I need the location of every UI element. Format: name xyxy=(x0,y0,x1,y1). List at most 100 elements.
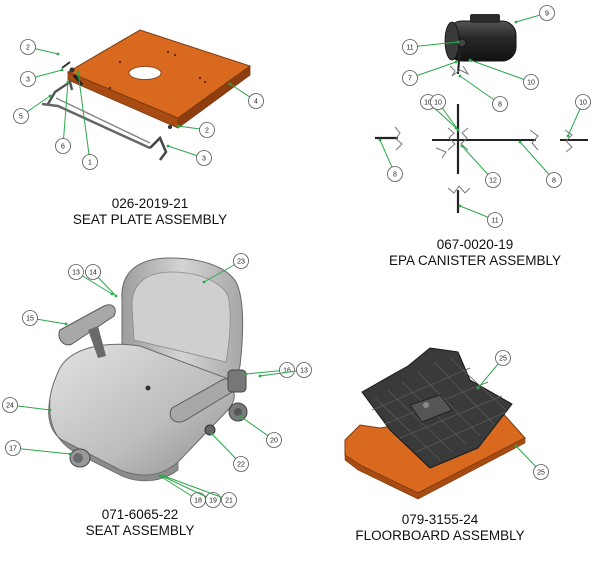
callout-number: 8 xyxy=(498,102,502,109)
callout-number: 6 xyxy=(61,144,65,151)
callout-number: 8 xyxy=(552,178,556,185)
callout-leader-tip xyxy=(56,52,60,56)
callout-leader-tip xyxy=(456,40,460,44)
callout-leader-tip xyxy=(64,322,68,326)
callout-number: 12 xyxy=(489,178,497,185)
callout-bubble xyxy=(296,362,312,378)
callout-number: 18 xyxy=(194,498,202,505)
callout-bubble xyxy=(487,212,503,228)
callout-number: 11 xyxy=(406,45,413,52)
callout-leader-tip xyxy=(176,124,180,128)
callout-number: 11 xyxy=(491,218,498,225)
callout-number: 3 xyxy=(26,77,30,84)
callout-leader-tip xyxy=(458,204,462,208)
callout-bubble xyxy=(5,440,21,456)
callout-leader-tip xyxy=(110,292,114,296)
callout-leader-tip xyxy=(76,70,80,74)
callout-number: 2 xyxy=(26,45,30,52)
callout-leader-tip xyxy=(68,452,72,456)
callout-bubble xyxy=(233,456,249,472)
callout-leader-tip xyxy=(158,474,162,478)
callout-bubble xyxy=(266,432,282,448)
floorboard-name: FLOORBOARD ASSEMBLY xyxy=(355,528,525,543)
callout-leader-tip xyxy=(454,60,458,64)
callout-bubble xyxy=(221,492,237,508)
callout-number: 10 xyxy=(424,100,432,107)
callout-number: 21 xyxy=(225,498,233,505)
callout-bubble xyxy=(279,362,295,378)
callout-number: 16 xyxy=(283,368,291,375)
seat-drawing xyxy=(48,257,248,482)
epa-canister-drawing xyxy=(375,14,588,213)
callout-leader-tip xyxy=(476,386,480,390)
callout-leader-tip xyxy=(456,128,460,132)
epa-canister-name: EPA CANISTER ASSEMBLY xyxy=(388,253,562,268)
callout-leader-line xyxy=(459,75,501,105)
callout-number: 17 xyxy=(9,446,17,453)
callout-number: 2 xyxy=(205,128,209,135)
callout-number: 5 xyxy=(19,114,23,121)
callout-leader-line xyxy=(77,71,91,163)
seat-plate-drawing xyxy=(41,29,252,161)
callout-leader-tip xyxy=(460,144,464,148)
callout-leader-tip xyxy=(566,134,570,138)
epa-canister-caption: 067-0020-19 EPA CANISTER ASSEMBLY xyxy=(360,237,590,269)
callout-bubble xyxy=(199,122,215,138)
callout-bubble xyxy=(492,96,508,112)
callout-number: 15 xyxy=(26,316,34,323)
callout-number: 10 xyxy=(527,80,535,87)
callout-bubble xyxy=(485,172,501,188)
callout-leader-tip xyxy=(48,94,52,98)
callout-leader-tip xyxy=(210,432,214,436)
epa-canister-part-number: 067-0020-19 xyxy=(436,237,514,252)
callout-leader-line xyxy=(163,475,230,501)
callout-leader-line xyxy=(409,61,457,79)
callout-number: 1 xyxy=(88,160,92,167)
callout-bubble xyxy=(205,492,221,508)
callout-bubble xyxy=(575,94,591,110)
seat-plate-caption: 026-2019-21 SEAT PLATE ASSEMBLY xyxy=(40,196,260,228)
callout-leader-tip xyxy=(160,474,164,478)
callout-number: 14 xyxy=(89,270,97,277)
callout-bubble xyxy=(387,166,403,182)
callout-number: 7 xyxy=(408,76,412,83)
seat-plate-part-number: 026-2019-21 xyxy=(111,196,189,211)
callout-number: 22 xyxy=(237,462,245,469)
callout-leader-line xyxy=(161,475,214,501)
callout-leader-tip xyxy=(378,138,382,142)
callout-bubble xyxy=(13,108,29,124)
callout-bubble xyxy=(402,70,418,86)
floorboard-caption: 079-3155-24 FLOORBOARD ASSEMBLY xyxy=(340,512,540,544)
callout-bubble xyxy=(233,253,249,269)
floorboard-part-number: 079-3155-24 xyxy=(401,512,479,527)
callout-leader-tip xyxy=(514,444,518,448)
floorboard-drawing xyxy=(344,347,526,500)
seat-caption: 071-6065-22 SEAT ASSEMBLY xyxy=(55,507,225,539)
callout-number: 25 xyxy=(499,356,507,363)
callout-leader-tip xyxy=(60,68,64,72)
callout-bubble xyxy=(85,264,101,280)
callout-number: 9 xyxy=(545,11,549,18)
callout-leader-tip xyxy=(244,372,248,376)
callout-bubble xyxy=(2,397,18,413)
callout-bubble xyxy=(248,93,264,109)
callout-bubble xyxy=(402,39,418,55)
callout-leader-line xyxy=(12,447,71,455)
callout-leader-tip xyxy=(48,408,52,412)
callout-leader-tip xyxy=(458,74,462,78)
callout-leader-tip xyxy=(202,280,206,284)
callout-number: 19 xyxy=(209,498,217,505)
callout-bubble xyxy=(68,264,84,280)
callout-number: 24 xyxy=(6,403,14,410)
callout-bubble xyxy=(20,39,36,55)
callout-leader-line xyxy=(519,141,555,181)
callout-leader-tip xyxy=(66,80,70,84)
callout-leader-line xyxy=(409,41,459,48)
callout-leader-tip xyxy=(228,82,232,86)
callout-bubble xyxy=(55,138,71,154)
callout-bubble xyxy=(533,464,549,480)
callout-number: 10 xyxy=(579,100,587,107)
seat-plate-hole xyxy=(128,66,162,80)
callout-leader-tip xyxy=(238,414,242,418)
